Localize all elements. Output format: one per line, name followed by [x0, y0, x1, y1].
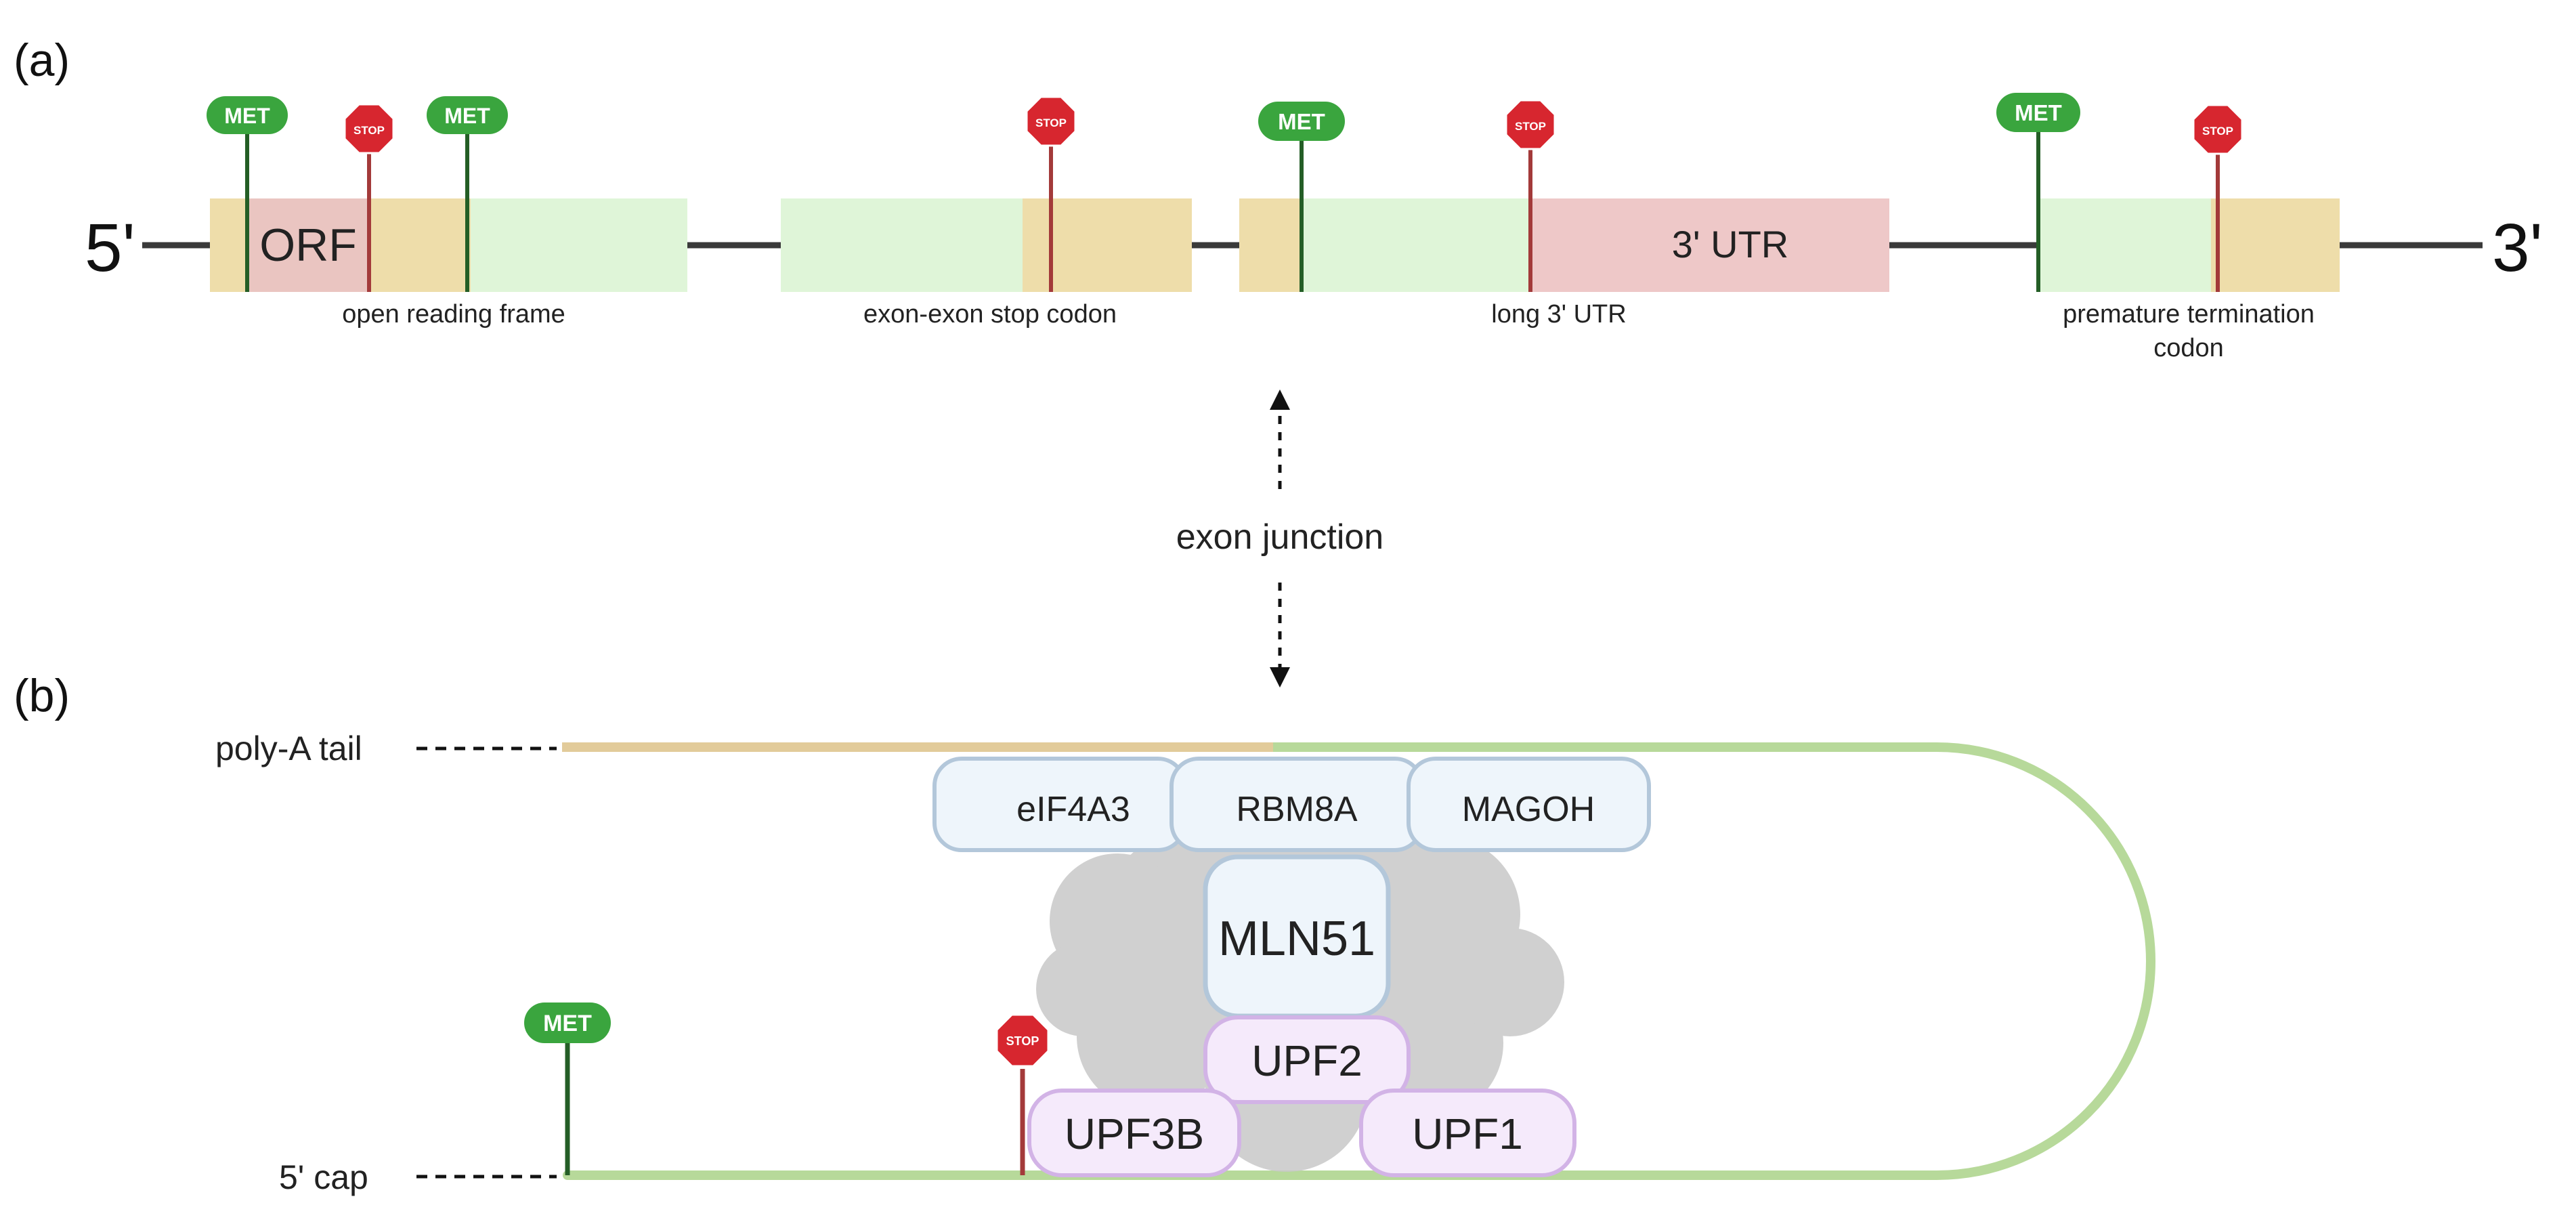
utr-label: 3' UTR	[1672, 223, 1788, 266]
stop-icon	[2192, 104, 2244, 155]
panel-a-label: (a)	[14, 35, 70, 86]
panel-b: (b) poly-A tail 5' cap eIF4A3 RBM8A	[14, 670, 2155, 1196]
protein-upf1: UPF1	[1359, 1089, 1576, 1177]
three-prime-label: 3'	[2492, 210, 2543, 286]
exon-2-green	[781, 198, 1023, 292]
exon-block-1: ORF	[210, 198, 687, 292]
caption-premature-line1: premature termination	[2063, 300, 2315, 329]
mrna-loop-green	[563, 742, 2155, 1180]
exon-3-green	[1302, 198, 1530, 292]
protein-rbm8a: RBM8A	[1169, 757, 1424, 852]
stop-label: STOP	[2202, 125, 2233, 138]
exon-3-tan	[1239, 198, 1302, 292]
protein-eif4a3-label: eIF4A3	[1016, 790, 1130, 829]
exon-junction-label: exon junction	[1176, 518, 1383, 557]
stop-marker-4: STOP	[2192, 104, 2244, 292]
met-label: MET	[543, 1011, 592, 1036]
exon-block-4	[2038, 198, 2340, 292]
stop-label: STOP	[353, 124, 385, 137]
met-label: MET	[1278, 109, 1325, 134]
stop-icon	[1025, 96, 1077, 147]
caption-premature-line2: codon	[2153, 334, 2224, 362]
protein-eif4a3: eIF4A3	[932, 757, 1187, 852]
utr-highlight	[1530, 198, 1889, 292]
met-marker-4: MET	[1996, 93, 2080, 292]
exon-2-tan	[1023, 198, 1192, 292]
protein-magoh: MAGOH	[1407, 757, 1651, 852]
met-icon	[207, 96, 288, 134]
protein-magoh-label: MAGOH	[1462, 790, 1595, 829]
stop-icon	[343, 103, 395, 154]
met-label: MET	[224, 104, 270, 128]
orf-label: ORF	[259, 219, 357, 271]
protein-rbm8a-label: RBM8A	[1236, 790, 1357, 829]
exon-block-2	[781, 198, 1192, 292]
caption-long-utr: long 3' UTR	[1491, 300, 1626, 329]
met-marker-b: MET	[524, 1003, 611, 1175]
stop-label: STOP	[1515, 120, 1546, 133]
caption-exon-exon-stop: exon-exon stop codon	[863, 300, 1117, 329]
met-marker-1: MET	[207, 96, 288, 292]
met-label: MET	[2015, 100, 2062, 125]
protein-upf2-label: UPF2	[1251, 1036, 1362, 1085]
protein-upf3b: UPF3B	[1027, 1089, 1241, 1177]
met-icon	[1258, 102, 1345, 141]
orf-highlight	[249, 198, 369, 292]
met-icon	[427, 96, 508, 134]
protein-mln51: MLN51	[1203, 854, 1391, 1019]
panel-a: (a) 5' 3' ORF 3' UTR	[14, 35, 2543, 362]
five-cap-label: 5' cap	[279, 1158, 368, 1196]
stop-marker-2: STOP	[1025, 96, 1077, 292]
met-label: MET	[444, 104, 490, 128]
stop-label: STOP	[1006, 1034, 1039, 1048]
stop-marker-1: STOP	[343, 103, 395, 292]
met-icon	[1996, 93, 2080, 132]
stop-marker-b: STOP	[995, 1013, 1050, 1175]
met-icon	[524, 1003, 611, 1043]
panel-b-label: (b)	[14, 670, 70, 721]
protein-upf2: UPF2	[1203, 1015, 1411, 1104]
stop-label: STOP	[1035, 117, 1067, 129]
met-marker-3: MET	[1258, 102, 1345, 292]
met-marker-2: MET	[427, 96, 508, 292]
exon-1-green	[471, 198, 687, 292]
stop-marker-3: STOP	[1505, 99, 1556, 292]
protein-mln51-label: MLN51	[1218, 912, 1375, 966]
stop-icon	[995, 1013, 1050, 1068]
five-prime-label: 5'	[85, 210, 135, 286]
protein-upf3b-label: UPF3B	[1065, 1110, 1204, 1158]
exon-junction-indicator: exon junction	[1176, 389, 1383, 688]
exon-4-tan	[2211, 198, 2340, 292]
poly-a-tail-label: poly-A tail	[215, 730, 362, 767]
stop-icon	[1505, 99, 1556, 150]
caption-open-reading-frame: open reading frame	[342, 300, 565, 329]
exon-block-3: 3' UTR	[1239, 198, 1889, 292]
exon-4-green	[2038, 198, 2211, 292]
protein-upf1-label: UPF1	[1412, 1110, 1523, 1158]
